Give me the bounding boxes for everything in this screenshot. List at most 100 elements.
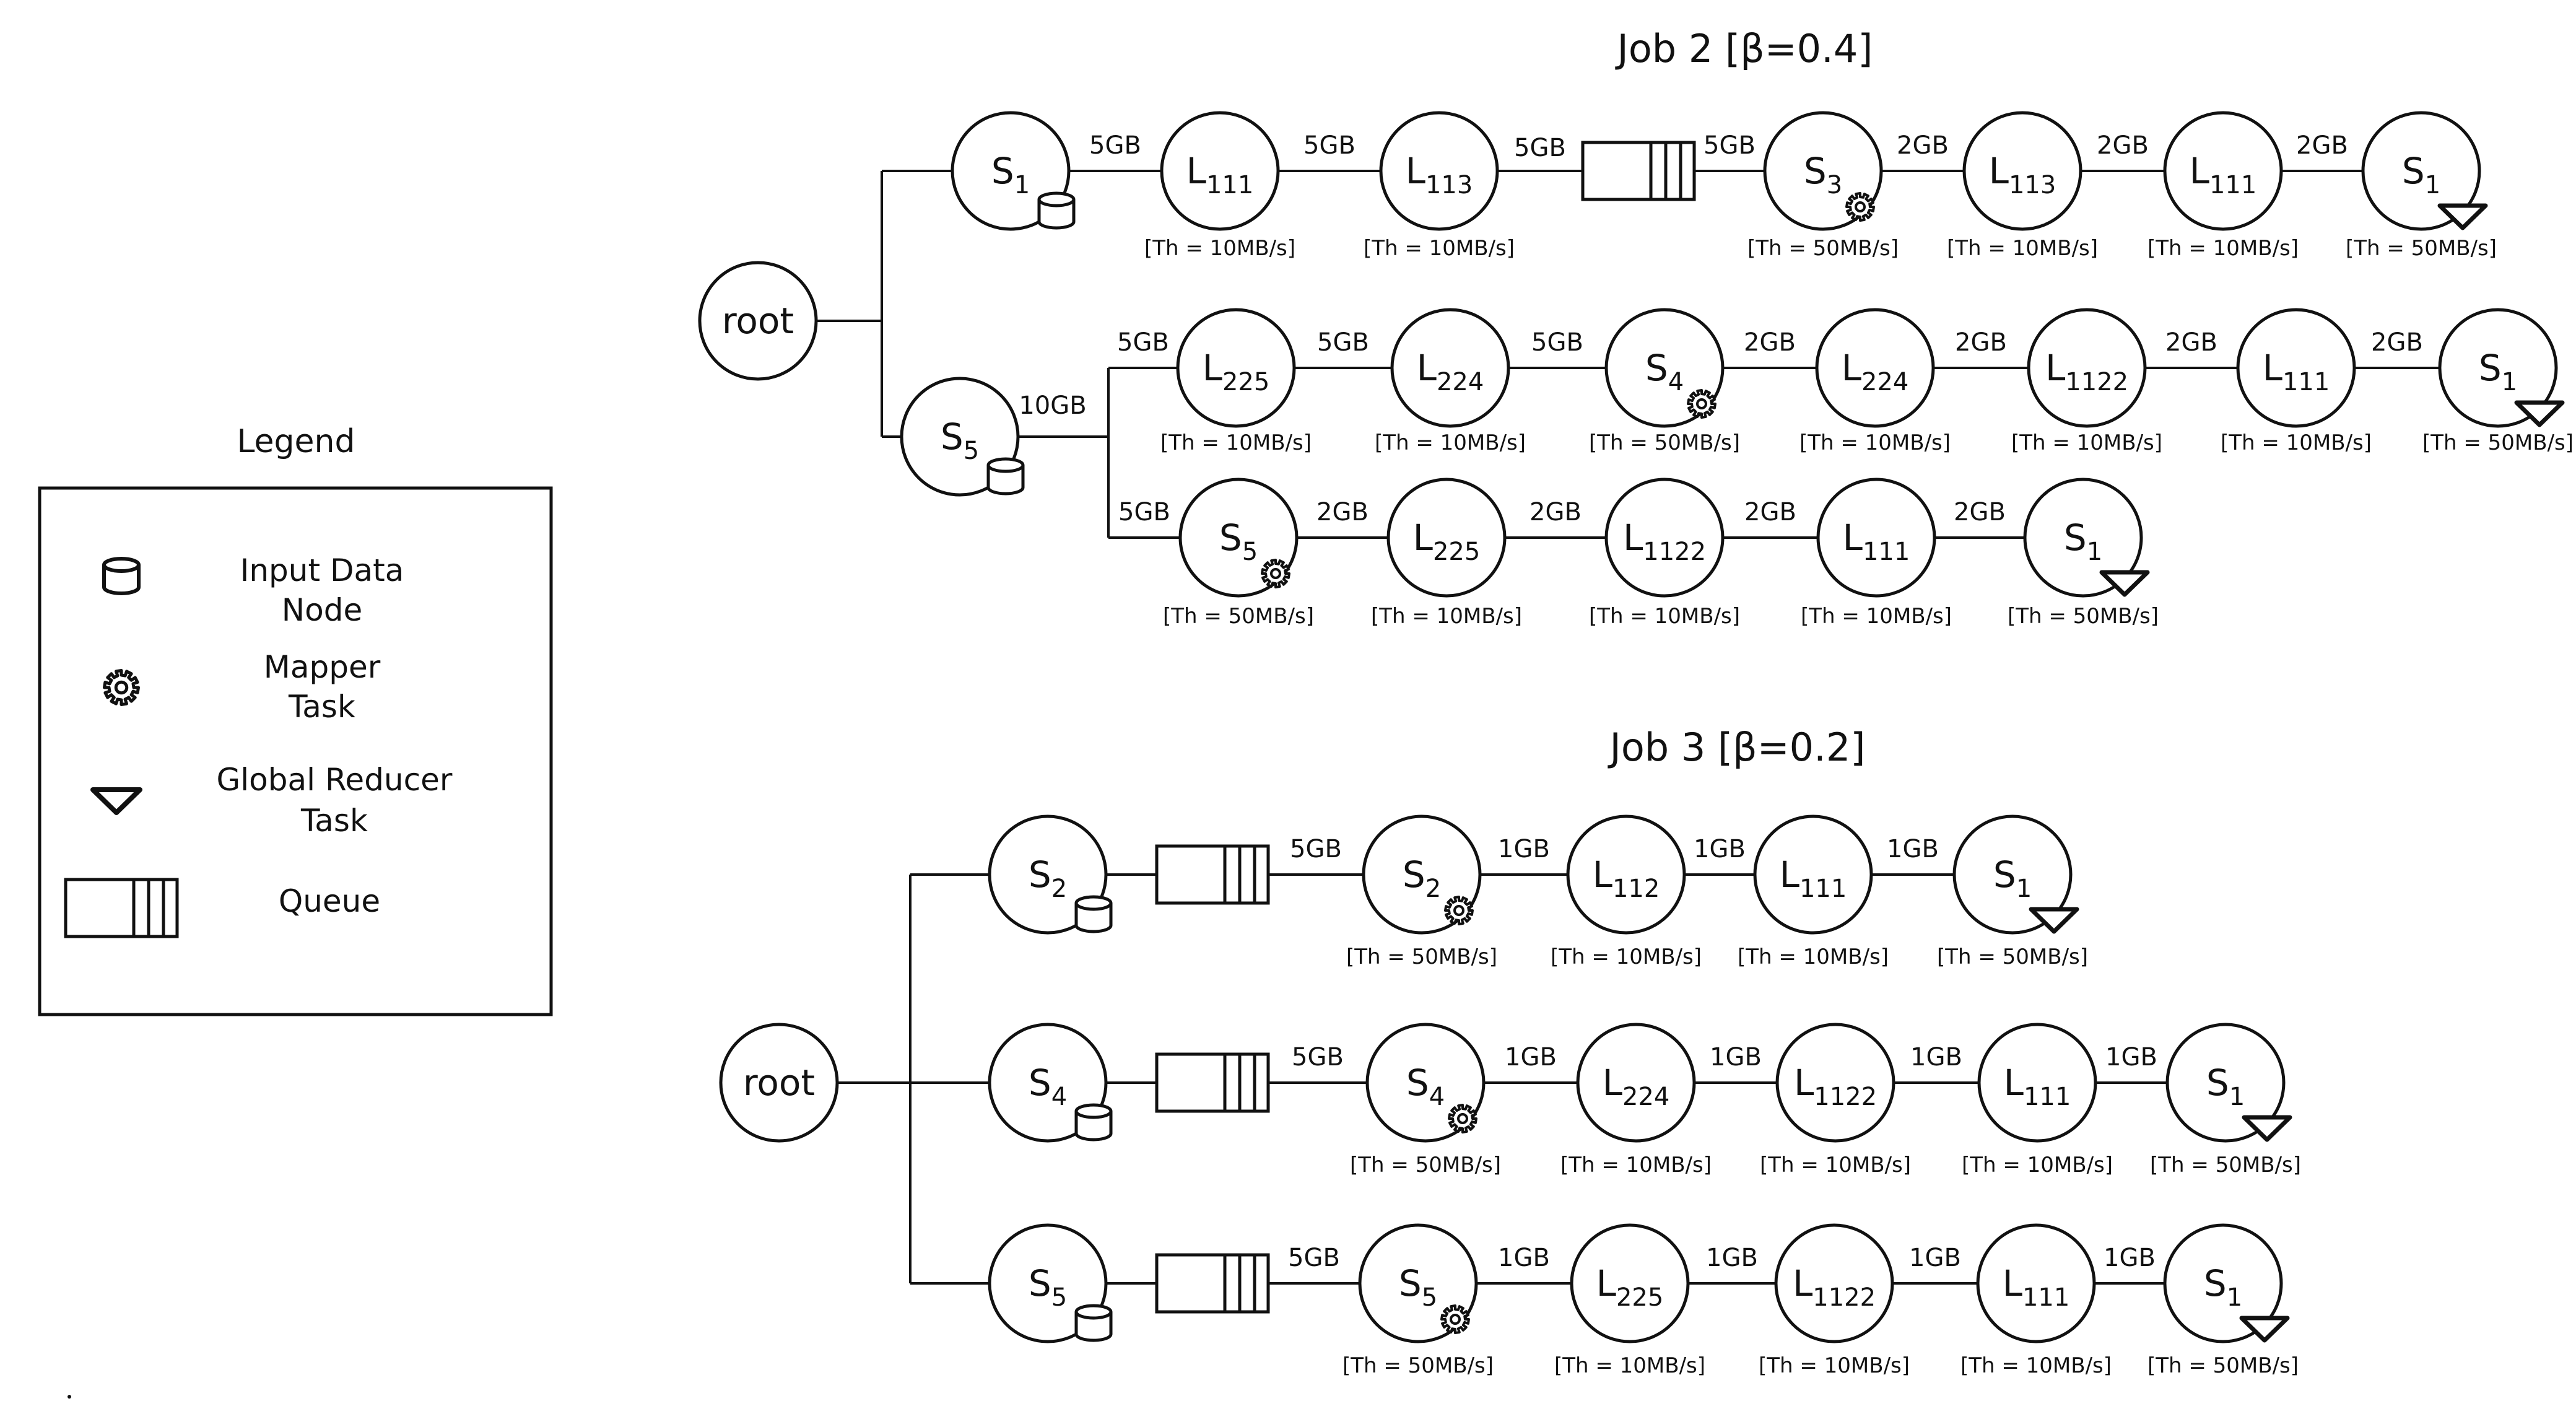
job2-b1-node-0: L111: [1160, 111, 1280, 231]
node-label: L224: [1842, 347, 1909, 396]
node-label: L111: [1186, 150, 1254, 199]
job2-title: Job 2 [β=0.4]: [1615, 26, 1873, 71]
job2-b3-throughput-0: [Th = 50MB/s]: [1163, 604, 1314, 629]
node-circle: [1390, 308, 1510, 428]
job3-b1-node-4: L111: [1977, 1023, 2097, 1143]
node-label: L224: [1603, 1062, 1670, 1111]
node-label: S4: [1645, 347, 1684, 396]
node-label: L111: [1843, 517, 1910, 566]
queue-icon: [1155, 1052, 1270, 1113]
job2-b2-node-6: S1: [2438, 308, 2565, 428]
job2-b1-edge-label-5: 2GB: [2097, 131, 2149, 160]
node-label: S3: [1804, 150, 1842, 199]
node-label: S1: [991, 150, 1030, 199]
node-label: L225: [1203, 347, 1270, 396]
node-circle: [1570, 1223, 1690, 1343]
legend-label-input-data-1: Input Data: [240, 552, 404, 588]
gear-icon: [1845, 192, 1875, 222]
node-label: S5: [941, 416, 979, 465]
triangle-down-icon: [90, 787, 142, 815]
job2-b2-node-4: L1122: [2027, 308, 2147, 428]
edges-layer: [816, 170, 2440, 1285]
job3-b2-edge-label-2: 1GB: [1498, 1244, 1550, 1272]
node-label: S1: [2206, 1062, 2245, 1111]
node-circle: [1976, 1223, 2096, 1343]
legend: Legend Input Data Node Mapper Task Globa…: [38, 423, 553, 1016]
job2-b1-node-4: L113: [1962, 111, 2082, 231]
legend-label-input-data-2: Node: [282, 592, 363, 628]
job3-b2-node-1: S5: [1358, 1223, 1478, 1343]
job2-b1-node-5: L111: [2163, 111, 2283, 231]
queue-icon: [64, 878, 179, 938]
node-label: S4: [1406, 1062, 1445, 1111]
gear-icon: [103, 669, 140, 706]
job2-b2-node-1: L224: [1390, 308, 1510, 428]
gear-icon: [1444, 896, 1474, 925]
node-label: L225: [1413, 517, 1481, 566]
legend-box: [38, 486, 553, 1016]
job2-b2-edge-label-1: 5GB: [1317, 328, 1369, 357]
job2-b1-node-6: S1: [2361, 111, 2488, 231]
job3-b2-throughput-4: [Th = 10MB/s]: [1960, 1353, 2112, 1378]
job3-b0-edge-label-1: 5GB: [1290, 835, 1342, 863]
job2-split-edge-label: 10GB: [1019, 391, 1086, 420]
node-label: L224: [1417, 347, 1484, 396]
node-label: S5: [1399, 1262, 1437, 1312]
job3-b1-throughput-1: [Th = 50MB/s]: [1350, 1153, 1501, 1177]
queue-icon: [1155, 844, 1270, 905]
job2-b2-edge-label-3: 2GB: [1744, 328, 1796, 357]
job2-b2-throughput-2: [Th = 50MB/s]: [1589, 430, 1740, 455]
queue-icon: [1581, 141, 1696, 201]
job3-b0-throughput-3: [Th = 10MB/s]: [1738, 945, 1889, 969]
job3-source-0: S2: [988, 814, 1113, 935]
job3-b2-edge-label-3: 1GB: [1706, 1244, 1758, 1272]
node-circle: [1977, 1023, 2097, 1143]
job2-b1-throughput-6: [Th = 50MB/s]: [2346, 236, 2497, 261]
node-circle: [2163, 111, 2283, 231]
triangle-down-icon: [2242, 1115, 2292, 1142]
job3-b0-edge-label-3: 1GB: [1694, 835, 1746, 863]
job2-b2-node-3: L224: [1815, 308, 1935, 428]
node-label: S2: [1403, 854, 1441, 903]
node-circle: [1386, 478, 1507, 598]
job3-b2-throughput-1: [Th = 50MB/s]: [1342, 1353, 1494, 1378]
job2-b3-throughput-4: [Th = 50MB/s]: [2008, 604, 2159, 629]
job3-b2-throughput-3: [Th = 10MB/s]: [1759, 1353, 1910, 1378]
job2-b2-edge-label-4: 2GB: [1955, 328, 2007, 357]
node-label: L111: [1780, 854, 1847, 903]
queue-icon: [1155, 1253, 1270, 1314]
node-label: L1122: [2045, 347, 2128, 396]
node-circle: [1816, 478, 1936, 598]
node-label: S1: [2402, 150, 2440, 199]
node-circle: [1576, 1023, 1696, 1143]
job3-b0-node-2: L112: [1566, 814, 1686, 935]
job2-b2-throughput-5: [Th = 10MB/s]: [2221, 430, 2372, 455]
gear-icon: [1440, 1304, 1470, 1334]
job3-b1-edge-label-4: 1GB: [1910, 1043, 1962, 1072]
job3-b2-edge-label-1: 5GB: [1288, 1244, 1340, 1272]
node-label: root: [743, 1062, 815, 1104]
job3-b2-throughput-2: [Th = 10MB/s]: [1554, 1353, 1705, 1378]
job3-b1-node-5: S1: [2165, 1023, 2292, 1143]
job3-b0-node-4: S1: [1952, 814, 2079, 935]
job2-b2-throughput-6: [Th = 50MB/s]: [2422, 430, 2574, 455]
job3-b2-node-4: L111: [1976, 1223, 2096, 1343]
job3-b1-edge-label-1: 5GB: [1292, 1043, 1344, 1072]
job2-b3-edge-label-0: 5GB: [1118, 498, 1170, 526]
gear-icon: [1448, 1104, 1477, 1133]
node-circle: [2163, 1223, 2283, 1343]
job3-b1-edge-label-2: 1GB: [1505, 1043, 1557, 1072]
job2-b1-edge-label-2: 5GB: [1514, 134, 1566, 162]
job3-b2-edge-label-4: 1GB: [1909, 1244, 1961, 1272]
node-label: L113: [1989, 150, 2056, 199]
job2-b3-throughput-2: [Th = 10MB/s]: [1589, 604, 1740, 629]
job2-b1-throughput-1: [Th = 10MB/s]: [1364, 236, 1515, 261]
node-label: S5: [1029, 1262, 1067, 1312]
node-label: S5: [1219, 517, 1258, 566]
node-label: S4: [1029, 1062, 1067, 1111]
node-circle: [1566, 814, 1686, 935]
job3-b2-throughput-5: [Th = 50MB/s]: [2147, 1353, 2299, 1378]
job2-b2-node-2: S4: [1604, 308, 1725, 428]
job2-b1-throughput-3: [Th = 50MB/s]: [1747, 236, 1899, 261]
